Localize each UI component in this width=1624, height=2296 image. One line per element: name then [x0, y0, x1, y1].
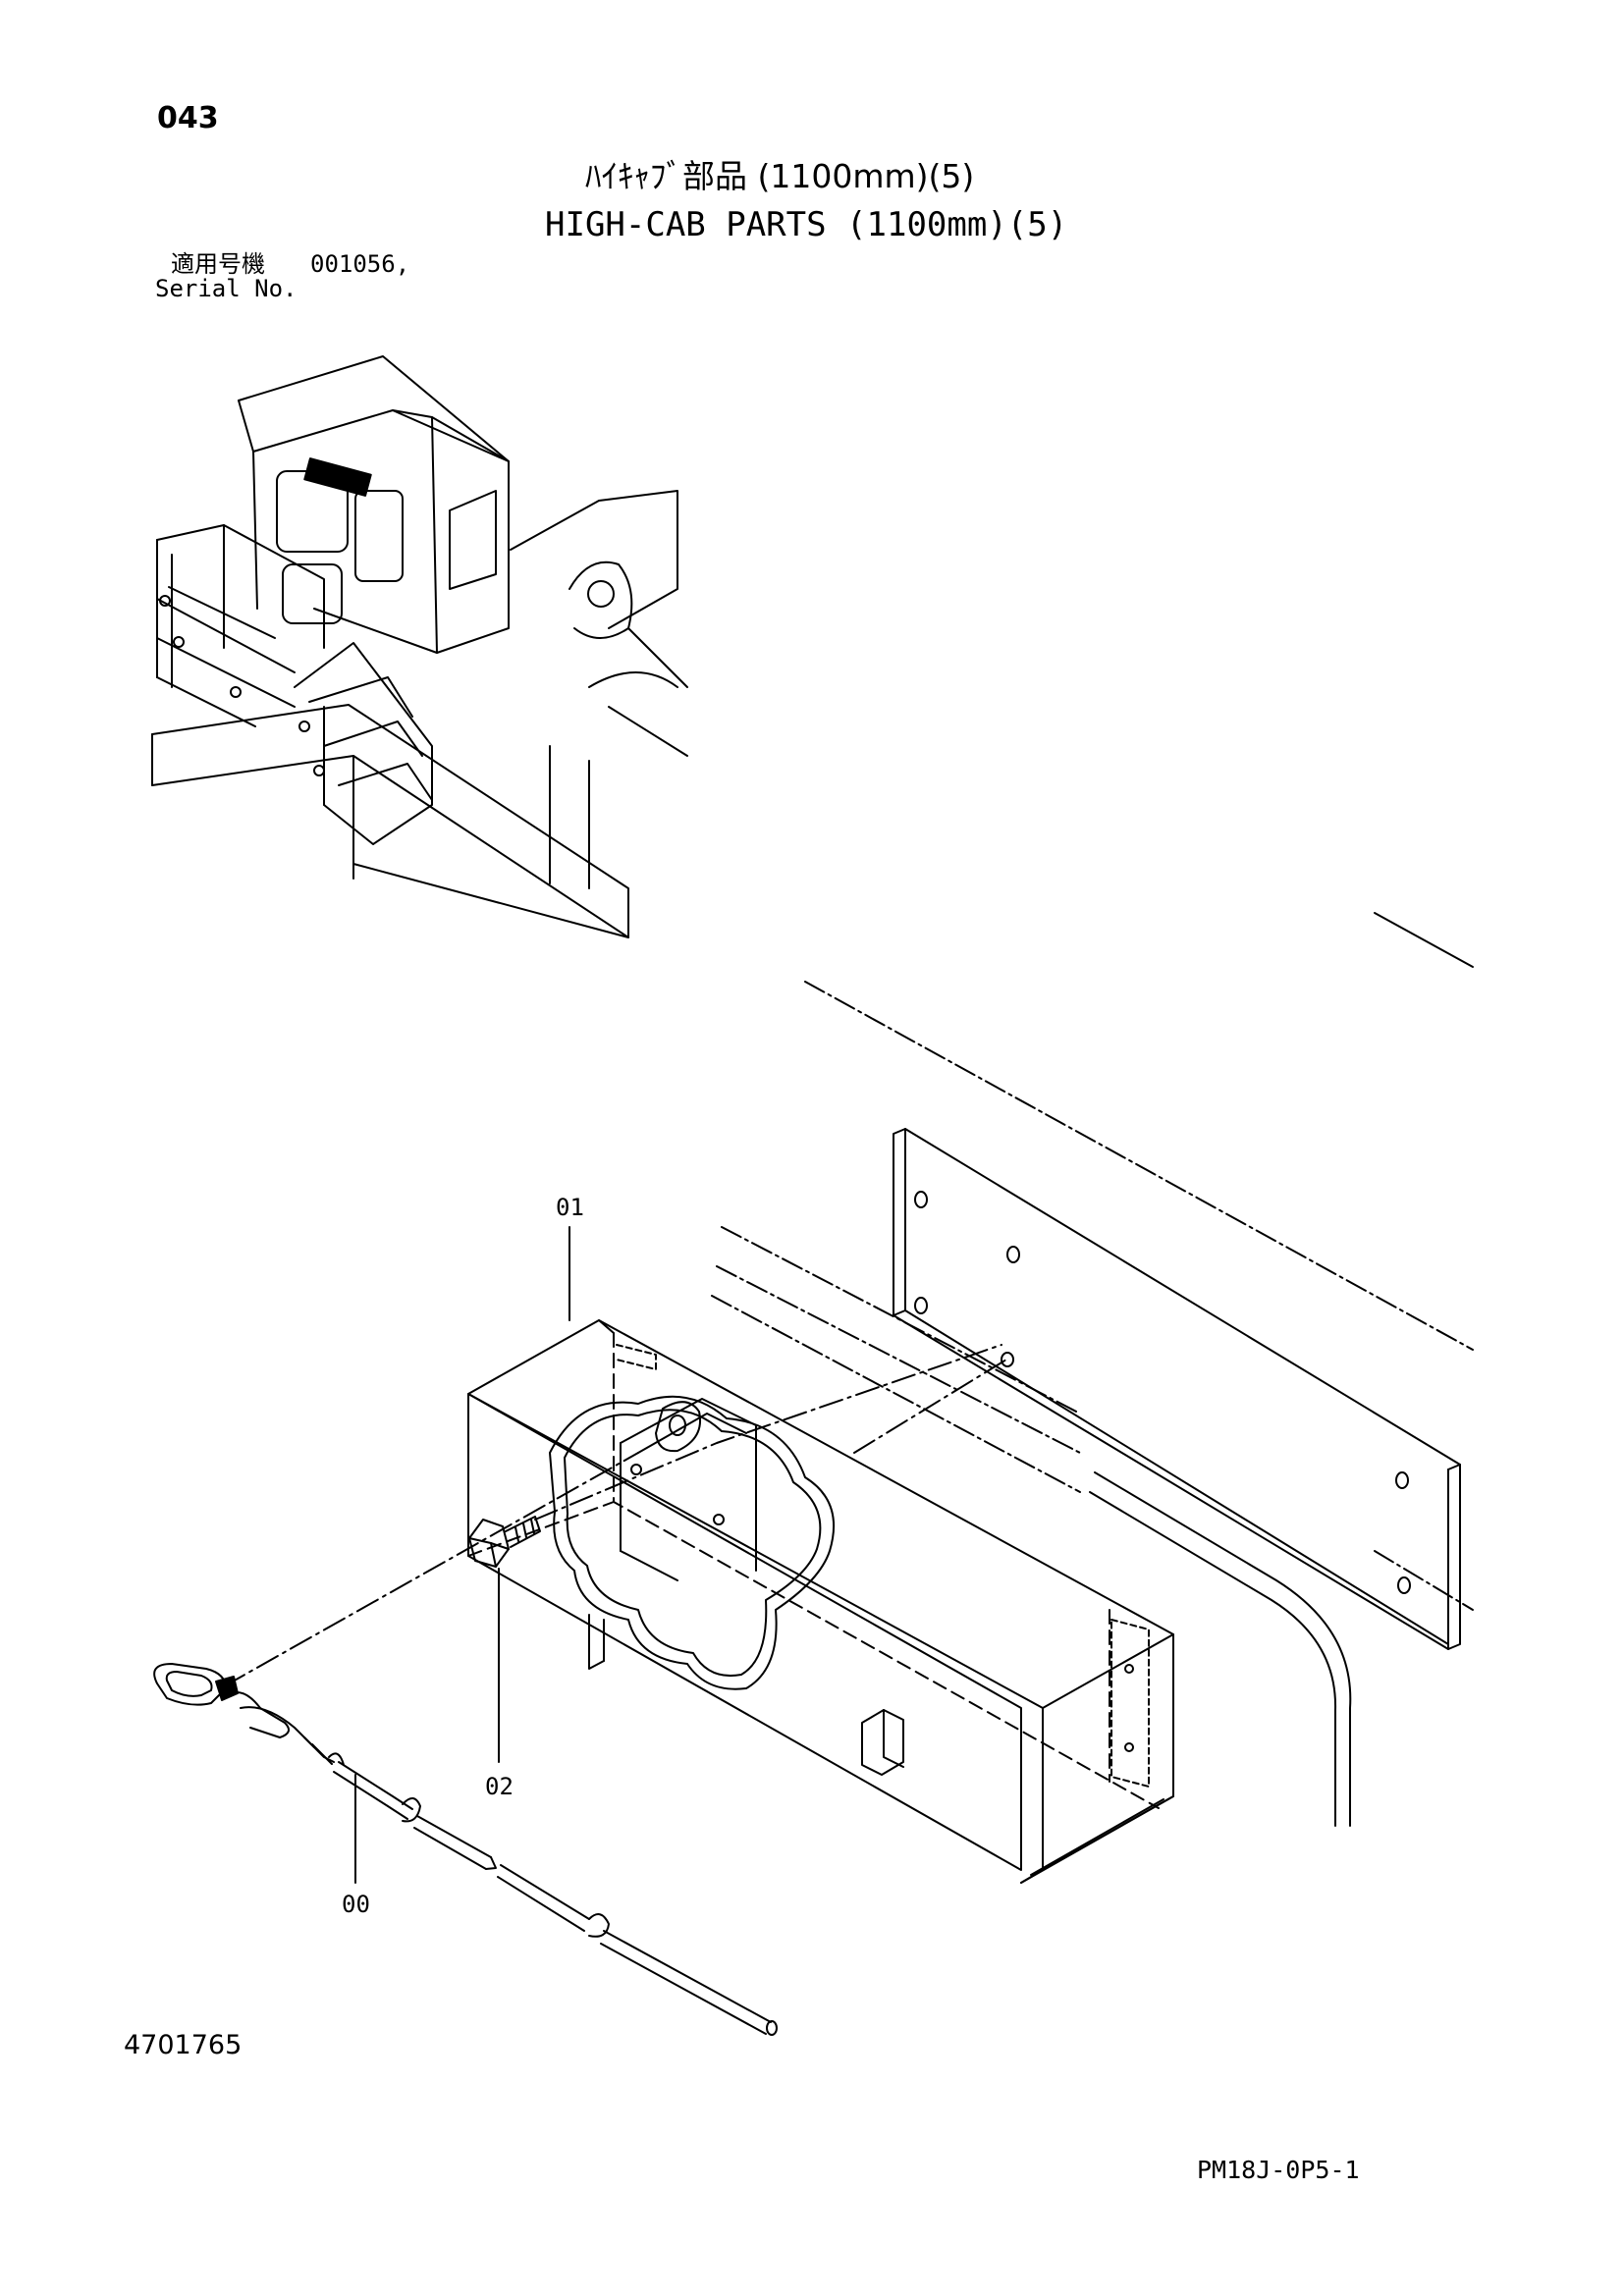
- serial-label-english: Serial No.: [155, 275, 298, 302]
- part-callout-00: 00: [342, 1891, 370, 1918]
- title-english: HIGH-CAB PARTS (1100mm)(5): [545, 205, 1068, 244]
- document-number: 4701765: [124, 2030, 243, 2060]
- part-callout-01: 01: [556, 1194, 584, 1221]
- serial-label-japanese: 適用号機: [171, 250, 265, 278]
- serial-number-value: 001056,: [310, 250, 410, 278]
- cover-box: [468, 1320, 1173, 1883]
- bolt: [469, 1517, 540, 1567]
- machine-overview-illustration: [152, 356, 687, 937]
- mounting-plate: [893, 1129, 1460, 1649]
- page-code: PM18J-0P5-1: [1197, 2156, 1360, 2184]
- wire-rope: [154, 1664, 777, 2035]
- part-callout-02: 02: [485, 1773, 514, 1800]
- page-number: 043: [157, 101, 219, 135]
- title-japanese: ﾊｲｷｬﾌﾞ部品 (1100mm)(5): [585, 157, 975, 195]
